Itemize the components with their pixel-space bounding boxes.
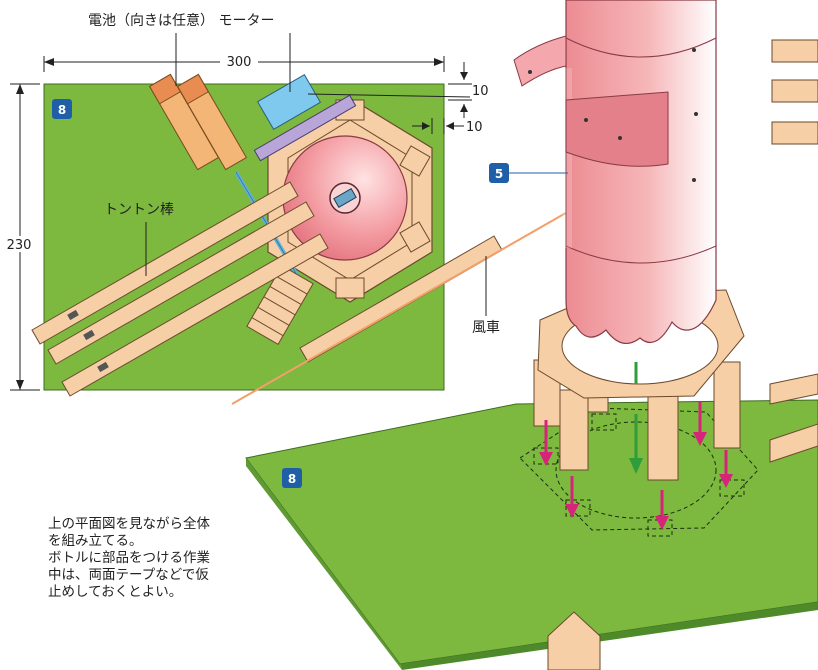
board-badge-label: 8 (288, 472, 296, 486)
instruction-line: 中は、両面テープなどで仮 (48, 567, 209, 583)
dimension-width: 300 (227, 55, 252, 70)
footprint-dashed (519, 407, 759, 537)
assembly-instructions: 上の平面図を見ながら全体 を組み立てる。 ボトルに部品をつける作業 中は、両面テ… (48, 516, 258, 601)
plan-mount-strip (253, 94, 357, 162)
plan-badge (52, 99, 72, 119)
dimension-offset-right: 10 (466, 120, 483, 135)
bottle-tab-left (513, 35, 567, 87)
assembly-view: 5 8 (245, 0, 818, 670)
bottle-badge-label: 5 (495, 167, 503, 181)
instruction-line: 止めしておくとよい。 (48, 584, 183, 600)
plan-tonton-rods (31, 181, 329, 397)
assembly-arrows (539, 362, 733, 530)
instruction-line: を組み立てる。 (48, 533, 143, 549)
plan-dimensions: 300 230 10 10 (2, 53, 489, 391)
plan-batteries (148, 73, 248, 171)
instruction-line: ボトルに部品をつける作業 (48, 550, 210, 566)
plan-badge-label: 8 (58, 103, 66, 117)
plan-ladder (246, 265, 314, 345)
plan-view: 8 (31, 73, 579, 405)
bottle-badge (489, 163, 509, 183)
board-badge (282, 468, 302, 488)
dimension-offset-top: 10 (472, 84, 489, 99)
dimension-height: 230 (7, 238, 32, 253)
bottle-tab-front (565, 91, 669, 167)
plan-motor (256, 73, 322, 131)
label-tonton-rods: トントン棒 (104, 202, 174, 218)
label-battery-motor: 電池（向きは任意） モーター (88, 12, 274, 29)
instruction-line: 上の平面図を見ながら全体 (48, 516, 210, 532)
bottle (565, 0, 717, 345)
label-windmill: 風車 (472, 319, 500, 336)
